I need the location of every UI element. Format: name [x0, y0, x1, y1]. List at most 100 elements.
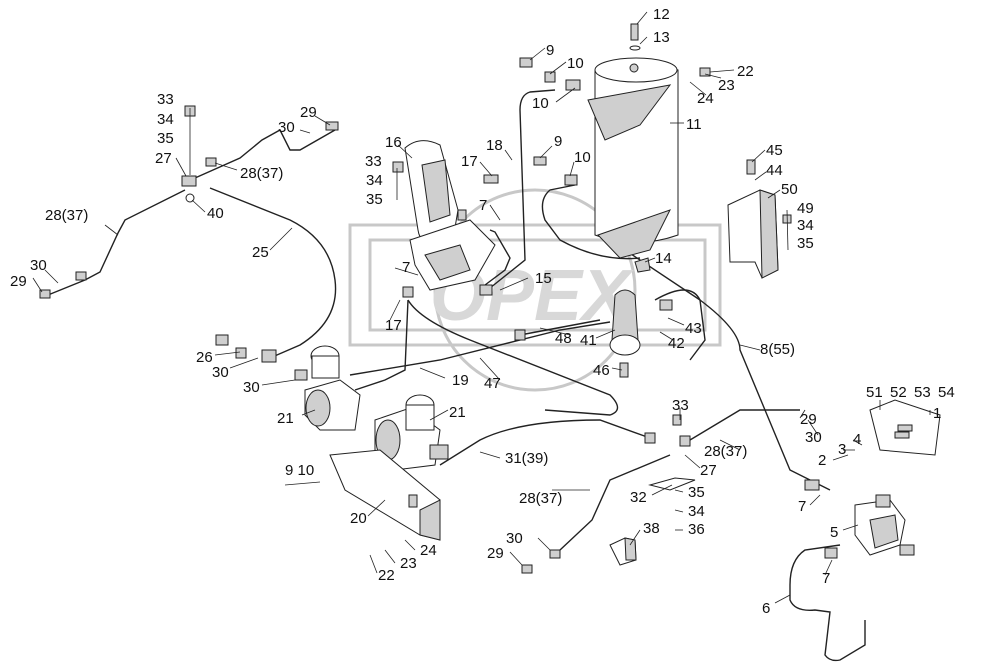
- callout-label: 2: [818, 452, 826, 469]
- pipe-48: [519, 319, 601, 336]
- pipe-19: [349, 321, 611, 376]
- callout-label: 28(37): [704, 443, 747, 460]
- callout-label: 34: [157, 111, 174, 128]
- pipe-8-55: [609, 239, 831, 491]
- callout-label: 7: [479, 197, 487, 214]
- pipe-25: [209, 187, 337, 359]
- callout-label: 27: [155, 150, 172, 167]
- callout-label: 1: [933, 405, 941, 422]
- callout-label: 34: [688, 503, 705, 520]
- callout-label: 47: [484, 375, 501, 392]
- callout-label: 22: [737, 63, 754, 80]
- callout-label: 9: [554, 133, 562, 150]
- callout-label: 10: [567, 55, 584, 72]
- callout-label: 29: [10, 273, 27, 290]
- valve-5: [854, 494, 906, 556]
- valve-14: [634, 257, 651, 273]
- callout-label: 4: [853, 431, 861, 448]
- callout-label: 43: [685, 320, 702, 337]
- callout-label: 42: [668, 335, 685, 352]
- callout-label: 46: [593, 362, 610, 379]
- callout-label: 44: [766, 162, 783, 179]
- callout-label: 41: [580, 332, 597, 349]
- callout-label: 48: [555, 330, 572, 347]
- callout-label: 7: [798, 498, 806, 515]
- callout-label: 13: [653, 29, 670, 46]
- callout-label: 26: [196, 349, 213, 366]
- plate-1: [869, 399, 941, 456]
- callout-label: 20: [350, 510, 367, 527]
- tank-top-fitting: [629, 23, 641, 51]
- callout-label: 33: [157, 91, 174, 108]
- callout-label: 35: [797, 235, 814, 252]
- callout-label: 34: [366, 172, 383, 189]
- bracket-plate-20: [329, 449, 441, 541]
- callout-label: 3: [838, 441, 846, 458]
- callout-label: 38: [643, 520, 660, 537]
- callout-label: 28(37): [240, 165, 283, 182]
- callout-label: 23: [718, 77, 735, 94]
- callout-label: 24: [420, 542, 437, 559]
- callout-label: 28(37): [519, 490, 562, 507]
- callout-label: 49: [797, 200, 814, 217]
- callout-label: 34: [797, 217, 814, 234]
- pipe-6: [789, 544, 866, 662]
- callout-label: 54: [938, 384, 955, 401]
- cylinder-21-right: [374, 394, 449, 471]
- callout-label: 24: [697, 90, 714, 107]
- callout-label: 7: [822, 570, 830, 587]
- callout-label: 31(39): [505, 450, 548, 467]
- callout-label: 14: [655, 250, 672, 267]
- callout-label: 17: [385, 317, 402, 334]
- callout-label: 29: [800, 411, 817, 428]
- bracket-32: [648, 477, 696, 491]
- air-tank: [587, 57, 679, 259]
- pipe-31-39: [439, 419, 651, 466]
- callout-label: 35: [366, 191, 383, 208]
- callout-label: 29: [300, 104, 317, 121]
- bracket-50: [727, 189, 779, 279]
- callout-label: 29: [487, 545, 504, 562]
- callout-label: 53: [914, 384, 931, 401]
- valve-41: [609, 289, 641, 356]
- pipe-28-37-upper: [194, 129, 336, 179]
- callout-label: 35: [157, 130, 174, 147]
- callout-label: 30: [243, 379, 260, 396]
- bracket-38: [609, 537, 637, 566]
- callout-label: 15: [535, 270, 552, 287]
- callout-label: 17: [461, 153, 478, 170]
- pipe-28-37-lower: [559, 454, 671, 551]
- leader-lines: [32, 11, 931, 604]
- pipes: [47, 89, 866, 662]
- callout-label: 12: [653, 6, 670, 23]
- callout-label: 35: [688, 484, 705, 501]
- callout-label: 21: [449, 404, 466, 421]
- callout-label: 9 10: [285, 462, 314, 479]
- callout-label: 51: [866, 384, 883, 401]
- pipe-tank-lower: [541, 184, 641, 260]
- pipe-28-37-right: [689, 409, 800, 441]
- callout-label: 30: [805, 429, 822, 446]
- callout-label: 33: [365, 153, 382, 170]
- callout-label: 16: [385, 134, 402, 151]
- callout-label: 8(55): [760, 341, 795, 358]
- callout-label: 45: [766, 142, 783, 159]
- callout-label: 33: [672, 397, 689, 414]
- pipe-47: [407, 299, 619, 416]
- callout-label: 40: [207, 205, 224, 222]
- callout-label: 30: [30, 257, 47, 274]
- pipe-left-vertical: [354, 299, 409, 391]
- brake-pedal: [404, 140, 496, 291]
- cylinder-21-left: [304, 345, 361, 431]
- callout-label: 30: [506, 530, 523, 547]
- callout-label: 10: [532, 95, 549, 112]
- callout-label: 22: [378, 567, 395, 584]
- pipe-right-curve: [654, 289, 706, 361]
- callout-label: 25: [252, 244, 269, 261]
- callout-label: 28(37): [45, 207, 88, 224]
- callout-label: 50: [781, 181, 798, 198]
- callout-label: 11: [686, 116, 702, 133]
- callout-label: 19: [452, 372, 469, 389]
- callout-label: 5: [830, 524, 838, 541]
